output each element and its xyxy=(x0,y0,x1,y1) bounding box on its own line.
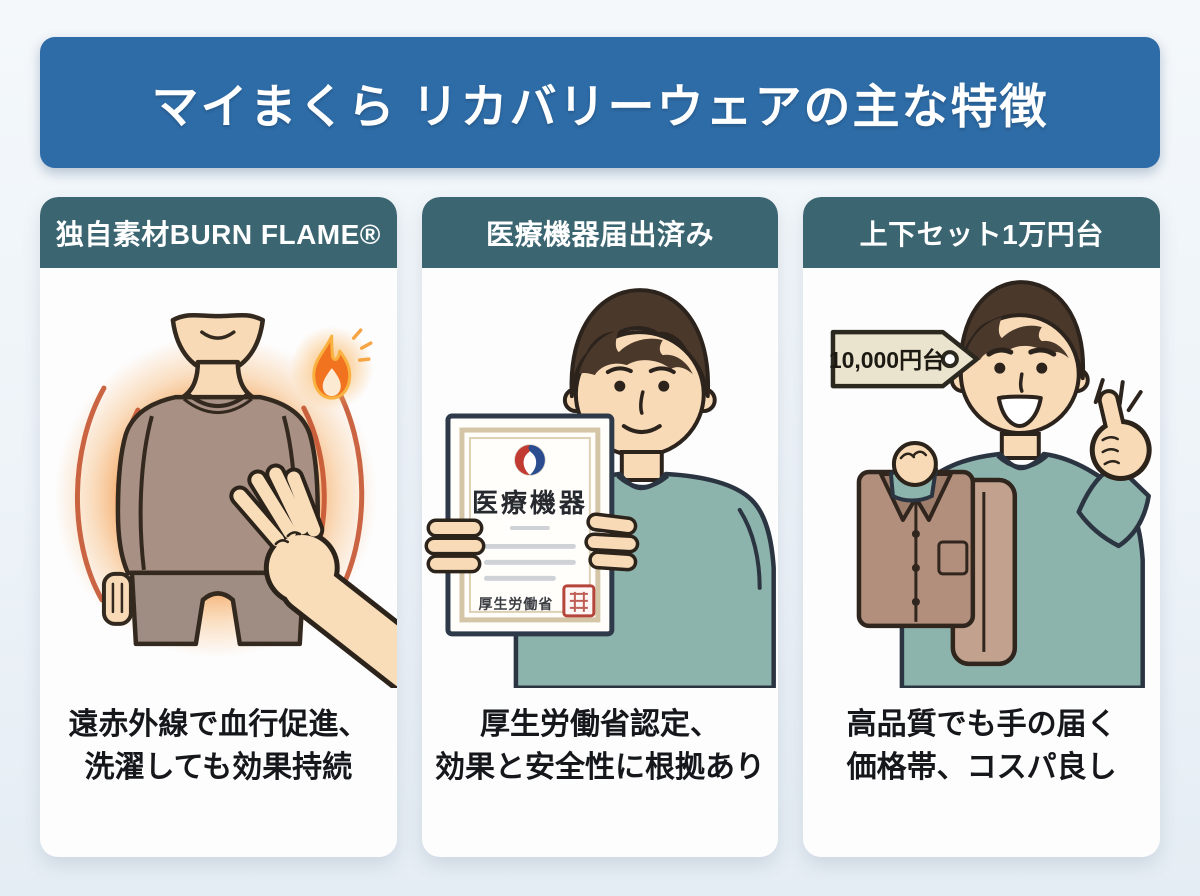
card-burn-flame-header: 独自素材BURN FLAME® xyxy=(40,197,397,268)
gripping-hands xyxy=(424,512,639,574)
pajama-set xyxy=(857,441,1018,667)
card-burn-flame-header-label: 独自素材BURN FLAME® xyxy=(55,218,381,250)
caption-line-2: 効果と安全性に根拠あり xyxy=(435,750,765,784)
emphasis-lines xyxy=(1094,378,1144,413)
title-banner: マイまくら リカバリーウェアの主な特徴 xyxy=(40,37,1160,168)
touching-hand xyxy=(229,463,397,688)
heated-torso-svg xyxy=(53,312,397,688)
card-price: 上下セット1万円台 xyxy=(803,197,1161,857)
certificate-text-lines xyxy=(483,525,576,581)
thumbs-up-hand xyxy=(1090,389,1153,481)
certificate-emblem xyxy=(513,444,546,476)
certificate: 医療機器 厚生労働省 xyxy=(445,413,614,637)
card-price-caption: 高品質でも手の届く 価格帯、コスパ良し xyxy=(803,688,1160,857)
card-medical-device: 医療機器届出済み xyxy=(421,197,779,857)
caption-line-1: 高品質でも手の届く xyxy=(846,708,1117,741)
price-tag-label: 10,000円台 xyxy=(829,347,945,373)
page-title: マイまくら リカバリーウェアの主な特徴 xyxy=(151,80,1049,133)
card-price-header: 上下セット1万円台 xyxy=(803,197,1161,268)
flame-icon xyxy=(289,326,374,411)
caption-line-1: 遠赤外線で血行促進、 xyxy=(68,708,369,741)
certificate-man-svg: 医療機器 厚生労働省 xyxy=(424,288,776,688)
certificate-man-illustration: 医療機器 厚生労働省 xyxy=(422,268,779,688)
card-price-header-label: 上下セット1万円台 xyxy=(859,218,1104,250)
certificate-stamp xyxy=(562,584,596,618)
caption-line-2: 洗濯しても効果持続 xyxy=(84,750,353,784)
caption-line-2: 価格帯、コスパ良し xyxy=(846,750,1117,784)
card-medical-device-caption: 厚生労働省認定、 効果と安全性に根拠あり xyxy=(422,688,779,857)
price-man-illustration: 10,000円台 xyxy=(803,268,1160,688)
card-medical-device-header: 医療機器届出済み xyxy=(421,197,779,268)
card-burn-flame: 独自素材BURN FLAME® xyxy=(40,197,397,857)
heated-torso-illustration xyxy=(40,268,397,688)
feature-cards-row: 独自素材BURN FLAME® xyxy=(40,197,1161,857)
price-man-svg: 10,000円台 xyxy=(829,280,1153,688)
certificate-issuer: 厚生労働省 xyxy=(478,596,553,612)
caption-line-1: 厚生労働省認定、 xyxy=(480,708,720,741)
card-burn-flame-caption: 遠赤外線で血行促進、 洗濯しても効果持続 xyxy=(40,688,397,857)
card-medical-device-header-label: 医療機器届出済み xyxy=(486,218,715,250)
price-tag: 10,000円台 xyxy=(829,329,980,389)
certificate-title: 医療機器 xyxy=(472,488,588,518)
